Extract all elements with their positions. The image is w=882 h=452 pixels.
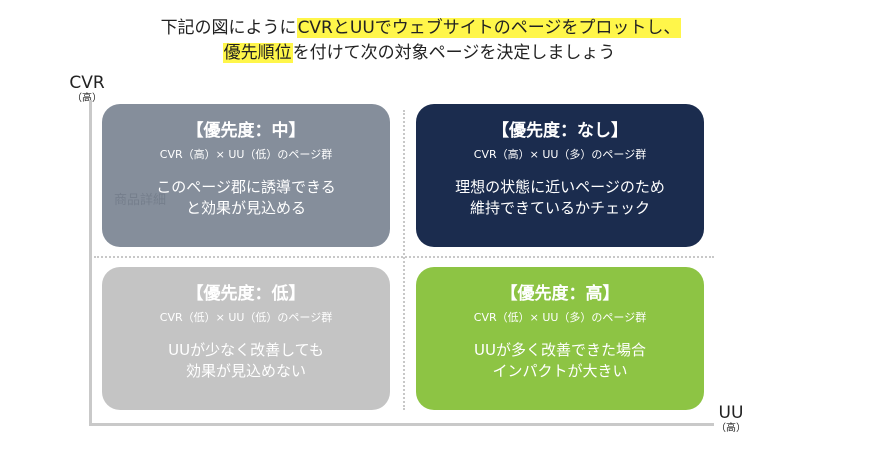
quadrant-heading: 【優先度：高】 bbox=[500, 284, 620, 304]
x-axis-subtitle: （高） bbox=[716, 423, 746, 434]
quadrant-description-line-1: このページ郡に誘導できる bbox=[156, 178, 336, 196]
quadrant-description: UUが多く改善できた場合インパクトが大きい bbox=[416, 340, 704, 382]
x-axis-line bbox=[89, 423, 714, 426]
quadrant-priority-none: 【優先度：なし】 CVR（高）× UU（多）のページ群 理想の状態に近いページの… bbox=[416, 104, 704, 247]
quadrant-description-line-1: 理想の状態に近いページのため bbox=[455, 178, 665, 196]
quadrant-description-line-1: UUが少なく改善しても bbox=[168, 341, 324, 359]
quadrant-description: UUが少なく改善しても効果が見込めない bbox=[102, 340, 390, 382]
quadrant-heading: 【優先度：中】 bbox=[186, 121, 306, 141]
y-axis-subtitle: （高） bbox=[72, 93, 102, 104]
quadrant-subtitle: CVR（低）× UU（多）のページ群 bbox=[473, 311, 647, 324]
header-line-2-suffix: を付けて次の対象ページを決定しましょう bbox=[292, 43, 616, 63]
quadrant-heading: 【優先度：低】 bbox=[186, 284, 306, 304]
quadrant-subtitle: CVR（高）× UU（低）のページ群 bbox=[159, 148, 333, 161]
quadrant-priority-medium: 【優先度：中】 CVR（高）× UU（低）のページ群 このページ郡に誘導できると… bbox=[102, 104, 390, 247]
header-line-1-highlight: CVRとUUでウェブサイトのページをプロットし、 bbox=[296, 18, 682, 38]
quadrant-description-line-2: 維持できているかチェック bbox=[469, 199, 650, 217]
header-line-1: 下記の図にようにCVRとUUでウェブサイトのページをプロットし、 bbox=[0, 16, 862, 40]
y-axis-title: CVR bbox=[69, 73, 105, 93]
quadrant-description: 理想の状態に近いページのため維持できているかチェック bbox=[416, 177, 704, 219]
quadrant-divider-vertical bbox=[403, 110, 405, 410]
quadrant-description-line-2: インパクトが大きい bbox=[492, 362, 628, 380]
quadrant-priority-low: 【優先度：低】 CVR（低）× UU（低）のページ群 UUが少なく改善しても効果… bbox=[102, 267, 390, 410]
quadrant-divider-horizontal bbox=[94, 256, 714, 258]
quadrant-description-line-2: と効果が見込める bbox=[185, 199, 306, 217]
quadrant-subtitle: CVR（高）× UU（多）のページ群 bbox=[473, 148, 647, 161]
y-axis-label: CVR （高） bbox=[62, 74, 112, 105]
quadrant-description: このページ郡に誘導できると効果が見込める bbox=[102, 177, 390, 219]
header-line-1-prefix: 下記の図にように bbox=[160, 18, 297, 38]
x-axis-title: UU bbox=[718, 403, 744, 423]
quadrant-priority-high: 【優先度：高】 CVR（低）× UU（多）のページ群 UUが多く改善できた場合イ… bbox=[416, 267, 704, 410]
quadrant-subtitle: CVR（低）× UU（低）のページ群 bbox=[159, 311, 333, 324]
header-line-2: 優先順位を付けて次の対象ページを決定しましょう bbox=[0, 41, 860, 65]
quadrant-description-line-2: 効果が見込めない bbox=[185, 362, 306, 380]
x-axis-label: UU （高） bbox=[706, 404, 756, 435]
header-line-2-highlight: 優先順位 bbox=[222, 43, 293, 63]
y-axis-line bbox=[89, 100, 92, 426]
quadrant-heading: 【優先度：なし】 bbox=[492, 121, 628, 141]
quadrant-description-line-1: UUが多く改善できた場合 bbox=[474, 341, 646, 359]
ghost-text: 商品詳細 bbox=[114, 193, 167, 208]
